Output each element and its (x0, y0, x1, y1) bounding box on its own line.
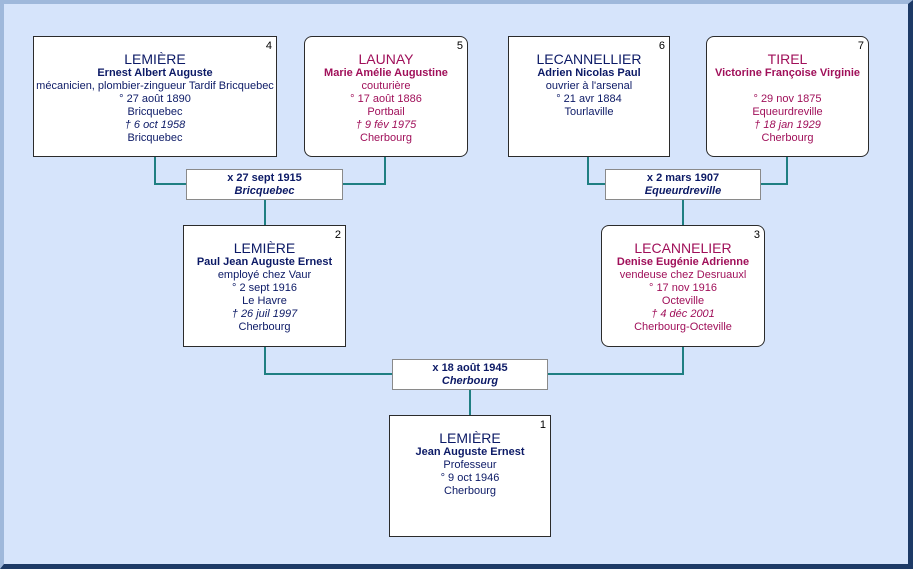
occupation: vendeuse chez Desruauxl (619, 269, 747, 281)
death-date: † 26 juil 1997 (231, 308, 298, 320)
connector-line (264, 373, 393, 375)
birth-date: ° 21 avr 1884 (556, 93, 622, 105)
death-place: Cherbourg-Octeville (634, 321, 732, 333)
marriage-label-4-5: x 27 sept 1915 Bricquebec (186, 169, 343, 200)
death-date: † 18 jan 1929 (754, 119, 821, 131)
connector-line (154, 156, 156, 185)
marriage-place: Bricquebec (234, 185, 295, 197)
birth-date: ° 9 oct 1946 (440, 472, 500, 484)
birth-date: ° 27 août 1890 (119, 93, 191, 105)
marriage-date: x 27 sept 1915 (227, 172, 302, 184)
surname: LEMIÈRE (439, 430, 501, 446)
death-place: Bricquebec (127, 132, 183, 144)
death-place: Cherbourg (238, 321, 291, 333)
connector-line (786, 156, 788, 185)
death-date: † 6 oct 1958 (124, 119, 186, 131)
surname: TIREL (767, 51, 808, 67)
birth-date: ° 17 août 1886 (350, 93, 422, 105)
surname: LECANNELLIER (536, 51, 642, 67)
surname: LEMIÈRE (124, 51, 186, 67)
connector-line (547, 373, 684, 375)
connector-line (682, 346, 684, 375)
birth-date: ° 17 nov 1916 (648, 282, 717, 294)
sosa-number: 2 (334, 229, 341, 241)
marriage-label-2-3: x 18 août 1945 Cherbourg (392, 359, 548, 390)
marriage-date: x 2 mars 1907 (646, 172, 720, 184)
person-card-5[interactable]: 5 LAUNAY Marie Amélie Augustine couturiè… (304, 36, 468, 157)
occupation: ouvrier à l'arsenal (545, 80, 633, 92)
person-card-6[interactable]: 6 LECANNELLIER Adrien Nicolas Paul ouvri… (508, 36, 670, 157)
surname: LECANNELIER (634, 240, 732, 256)
occupation: mécanicien, plombier-zingueur Tardif Bri… (36, 80, 274, 92)
death-date: † 9 fév 1975 (355, 119, 417, 131)
birth-place: Tourlaville (564, 106, 614, 118)
connector-line (587, 156, 589, 185)
person-card-7[interactable]: 7 TIREL Victorine Françoise Virginie ° 2… (706, 36, 869, 157)
birth-place: Le Havre (242, 295, 287, 307)
sosa-number: 5 (456, 40, 463, 52)
birth-place: Bricquebec (127, 106, 183, 118)
birth-date: ° 29 nov 1875 (753, 93, 822, 105)
birth-date: ° 2 sept 1916 (232, 282, 297, 294)
sosa-number: 6 (658, 40, 665, 52)
person-card-3[interactable]: 3 LECANNELIER Denise Eugénie Adrienne ve… (601, 225, 765, 347)
connector-line (264, 346, 266, 375)
person-card-2[interactable]: 2 LEMIÈRE Paul Jean Auguste Ernest emplo… (183, 225, 346, 347)
marriage-date: x 18 août 1945 (432, 362, 508, 374)
connector-line (384, 156, 386, 185)
birth-place: Cherbourg (444, 485, 496, 497)
birth-place: Equeurdreville (752, 106, 823, 118)
sosa-number: 1 (539, 419, 546, 431)
given-names: Adrien Nicolas Paul (537, 67, 641, 79)
connector-line (587, 183, 606, 185)
given-names: Denise Eugénie Adrienne (616, 256, 750, 268)
sosa-number: 4 (265, 40, 272, 52)
marriage-place: Equeurdreville (644, 185, 722, 197)
sosa-number: 3 (753, 229, 760, 241)
connector-line (759, 183, 788, 185)
given-names: Jean Auguste Ernest (415, 446, 525, 458)
death-place: Cherbourg (360, 132, 412, 144)
given-names: Ernest Albert Auguste (97, 67, 213, 79)
sosa-number: 7 (857, 40, 864, 52)
connector-line (682, 199, 684, 226)
given-names: Marie Amélie Augustine (324, 67, 448, 79)
occupation: Professeur (443, 459, 497, 471)
person-card-1[interactable]: 1 LEMIÈRE Jean Auguste Ernest Professeur… (389, 415, 551, 537)
death-date: † 4 déc 2001 (651, 308, 715, 320)
connector-line (469, 389, 471, 416)
birth-place: Portbail (367, 106, 405, 118)
given-names: Paul Jean Auguste Ernest (196, 256, 333, 268)
death-place: Cherbourg (761, 132, 814, 144)
surname: LAUNAY (358, 51, 414, 67)
connector-line (264, 199, 266, 226)
birth-place: Octeville (661, 295, 705, 307)
surname: LEMIÈRE (233, 240, 296, 256)
connector-line (341, 183, 386, 185)
connector-line (154, 183, 188, 185)
occupation: employé chez Vaur (217, 269, 312, 281)
occupation: couturière (361, 80, 411, 92)
marriage-label-6-7: x 2 mars 1907 Equeurdreville (605, 169, 761, 200)
occupation-blank (707, 80, 868, 93)
marriage-place: Cherbourg (441, 375, 499, 387)
given-names: Victorine Françoise Virginie (714, 67, 861, 79)
person-card-4[interactable]: 4 LEMIÈRE Ernest Albert Auguste mécanici… (33, 36, 277, 157)
